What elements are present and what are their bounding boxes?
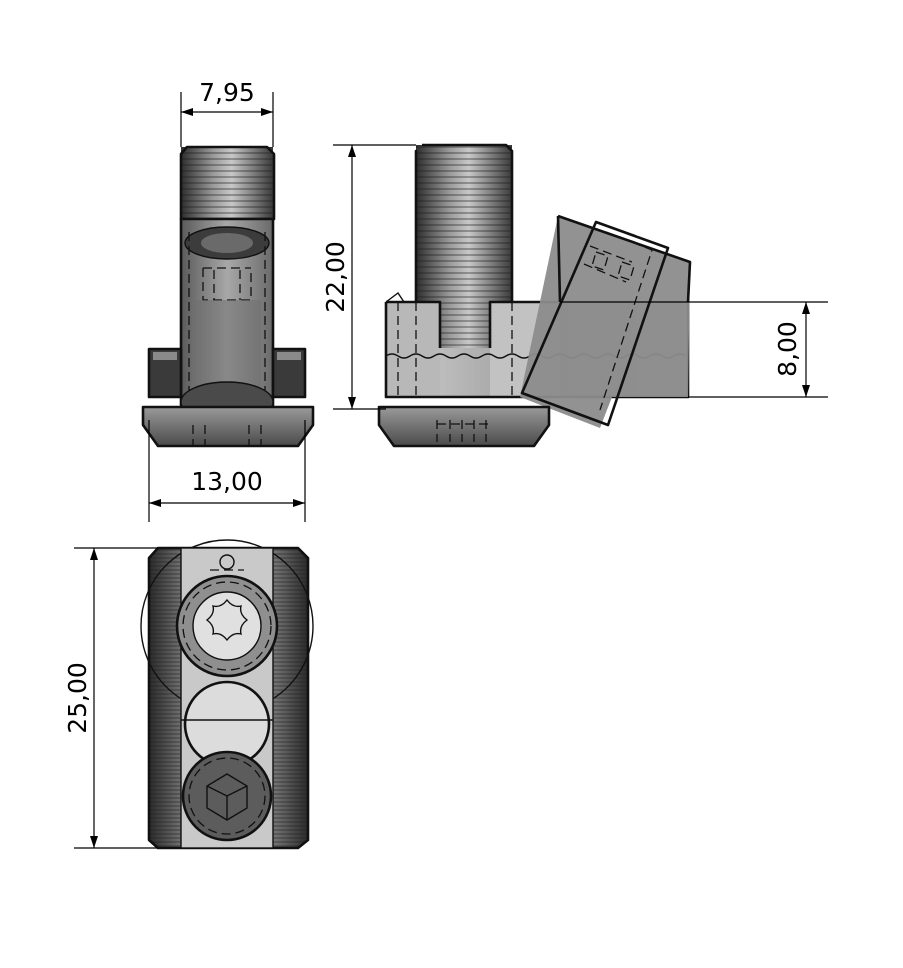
dim-label-side-height: 22,00	[321, 241, 350, 313]
top-view	[140, 539, 314, 850]
dimension-front-base-width: 13,00	[148, 420, 306, 522]
dim-label-front-width: 7,95	[199, 78, 255, 107]
dim-label-side-offset: 8,00	[773, 321, 802, 377]
side-base-plate	[379, 407, 549, 446]
front-base-plate	[143, 407, 313, 446]
dimension-front-width: 7,95	[180, 78, 274, 147]
dimension-top-length: 25,00	[63, 547, 158, 849]
dimension-side-offset: 8,00	[560, 301, 828, 398]
side-tilted-clamp	[520, 216, 690, 428]
front-view	[141, 145, 315, 448]
dim-label-top-length: 25,00	[63, 662, 92, 734]
torx-socket-icon	[205, 598, 249, 642]
dimension-side-height: 22,00	[321, 144, 416, 410]
side-view	[377, 143, 692, 448]
dim-label-front-base-width: 13,00	[191, 467, 263, 496]
